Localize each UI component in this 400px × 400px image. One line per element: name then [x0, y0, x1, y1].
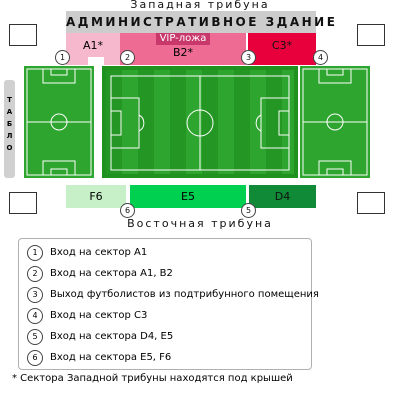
main-field — [102, 66, 298, 178]
legend-text: Вход на сектора E5, F6 — [50, 352, 172, 363]
legend-number: 1 — [27, 244, 43, 261]
legend-text: Вход на сектора A1, B2 — [50, 268, 173, 279]
sector-b2[interactable]: VIP-ложа B2* — [120, 33, 246, 65]
scoreboard-letter-5: О — [6, 144, 13, 152]
legend-number: 3 — [27, 286, 43, 303]
sector-a1-label: A1* — [82, 39, 104, 52]
legend-text: Вход на сектор A1 — [50, 247, 148, 258]
entry-marker-3: 3 — [241, 50, 256, 65]
sector-c3[interactable]: C3* — [248, 33, 316, 65]
legend-box: 1 Вход на сектор A1 2 Вход на сектора A1… — [18, 238, 319, 370]
scoreboard-letter-3: Б — [6, 120, 13, 128]
entry-marker-6: 6 — [120, 203, 135, 218]
legend-row: 5 Вход на сектора D4, E5 — [27, 326, 311, 347]
scoreboard-letter-2: А — [6, 108, 13, 116]
legend-row: 1 Вход на сектор A1 — [27, 242, 311, 263]
vip-box-label: VIP-ложа — [156, 33, 210, 45]
corner-box-bottom-right — [357, 192, 385, 214]
legend-number: 6 — [27, 349, 43, 366]
legend-row: 6 Вход на сектора E5, F6 — [27, 347, 311, 368]
legend-number: 2 — [27, 265, 43, 282]
sector-d4[interactable]: D4 — [249, 185, 316, 208]
scoreboard-letter-4: Л — [6, 132, 13, 140]
west-stand-label: Западная трибуна — [130, 0, 270, 11]
entry-marker-4: 4 — [313, 50, 328, 65]
entry-marker-5: 5 — [241, 203, 256, 218]
legend-text: Вход на сектора D4, E5 — [50, 331, 174, 342]
legend-row: 3 Выход футболистов из подтрибунного пом… — [27, 284, 319, 305]
sector-e5-label: E5 — [181, 190, 195, 203]
legend-text: Выход футболистов из подтрибунного помещ… — [50, 289, 319, 300]
east-stand-label: Восточная трибуна — [127, 217, 273, 230]
admin-building: АДМИНИСТРАТИВНОЕ ЗДАНИЕ — [66, 11, 335, 33]
sector-f6[interactable]: F6 — [66, 185, 126, 208]
left-training-field — [24, 66, 94, 178]
footnote: * Сектора Западной трибуны находятся под… — [12, 373, 293, 384]
legend-row: 2 Вход на сектора A1, B2 — [27, 263, 311, 284]
legend-number: 5 — [27, 328, 43, 345]
legend-row: 4 Вход на сектор C3 — [27, 305, 311, 326]
corner-box-top-right — [357, 24, 385, 46]
scoreboard-letter-1: Т — [7, 96, 12, 104]
scoreboard: Т А Б Л О — [4, 80, 15, 178]
sector-f6-label: F6 — [89, 190, 103, 203]
sector-e5[interactable]: E5 — [130, 185, 246, 208]
sector-a1-gap — [88, 57, 104, 65]
sector-b2-label: B2* — [172, 46, 194, 59]
legend-number: 4 — [27, 307, 43, 324]
sector-c3-label: C3* — [271, 39, 293, 52]
entry-marker-2: 2 — [120, 50, 135, 65]
sector-a1[interactable]: A1* — [66, 33, 120, 65]
corner-box-top-left — [9, 24, 37, 46]
sector-d4-label: D4 — [274, 190, 291, 203]
corner-box-bottom-left — [9, 192, 37, 214]
legend-text: Вход на сектор C3 — [50, 310, 148, 321]
entry-marker-1: 1 — [55, 50, 70, 65]
right-training-field — [300, 66, 370, 178]
